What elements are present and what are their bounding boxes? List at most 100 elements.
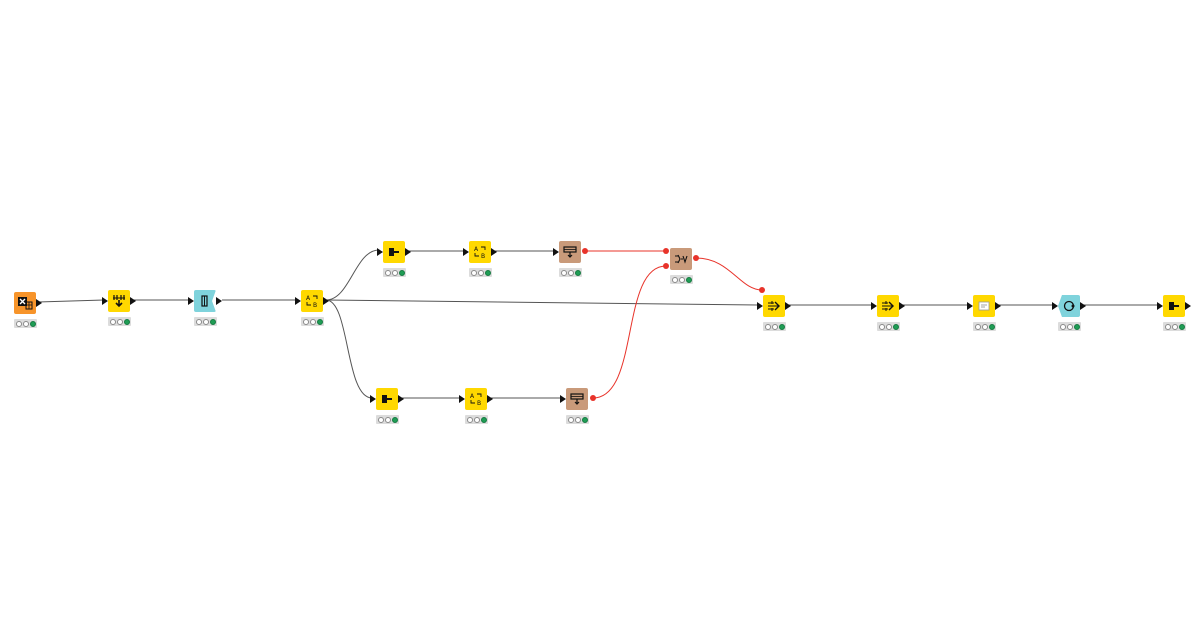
- loop-end-icon: [1063, 300, 1075, 312]
- svg-text:A: A: [306, 295, 311, 302]
- port-in[interactable]: [967, 302, 973, 310]
- rename-icon: A B: [474, 246, 486, 260]
- table-view-body[interactable]: [973, 295, 995, 317]
- port-out[interactable]: [130, 297, 136, 305]
- splitter-icon: [1169, 302, 1179, 310]
- port-out[interactable]: [323, 297, 329, 305]
- node-db-joiner[interactable]: [661, 247, 701, 293]
- node-table-view[interactable]: [964, 294, 1004, 340]
- port-out[interactable]: [491, 248, 497, 256]
- port-out[interactable]: [1080, 302, 1086, 310]
- port-in[interactable]: [871, 302, 877, 310]
- connection-rename-to-splitter-top[interactable]: [325, 249, 380, 301]
- node-column-rename-top[interactable]: A B: [460, 240, 500, 286]
- splitter-icon: [389, 248, 399, 256]
- port-in[interactable]: [102, 297, 108, 305]
- svg-text:B: B: [477, 400, 481, 407]
- node-db-writer-bottom[interactable]: [557, 387, 597, 433]
- port-out[interactable]: [995, 302, 1001, 310]
- node-row-splitter-top[interactable]: [374, 240, 414, 286]
- db-connection-joiner-to-appender[interactable]: [695, 257, 763, 291]
- db-port-in-joiner-2[interactable]: [663, 263, 669, 269]
- table-icon: [978, 301, 990, 311]
- column-rename-body[interactable]: A B: [469, 241, 491, 263]
- node-row-splitter-final[interactable]: [1154, 294, 1194, 340]
- node-column-rename-1[interactable]: A B: [292, 289, 332, 335]
- row-splitter-body[interactable]: [1163, 295, 1185, 317]
- filter-icon: [113, 295, 125, 308]
- svg-text:B: B: [313, 302, 317, 309]
- node-loop-start[interactable]: [185, 289, 225, 335]
- node-column-rename-bottom[interactable]: A B: [456, 387, 496, 433]
- status-traffic-light: [465, 415, 488, 424]
- connection-rename-to-splitter-bottom[interactable]: [325, 299, 373, 399]
- port-in[interactable]: [459, 395, 465, 403]
- port-in[interactable]: [553, 248, 559, 256]
- svg-text:A: A: [474, 246, 479, 253]
- column-filter-body[interactable]: [108, 290, 130, 312]
- loop-start-body[interactable]: [194, 290, 216, 312]
- column-rename-body[interactable]: A B: [465, 388, 487, 410]
- db-connection-writer-bottom-to-joiner[interactable]: [592, 265, 667, 399]
- port-out[interactable]: [899, 302, 905, 310]
- port-in[interactable]: [560, 395, 566, 403]
- port-out[interactable]: [487, 395, 493, 403]
- port-in[interactable]: [295, 297, 301, 305]
- node-db-writer-top[interactable]: [550, 240, 590, 286]
- port-out[interactable]: [398, 395, 404, 403]
- port-out[interactable]: [1185, 302, 1191, 310]
- row-splitter-body[interactable]: [383, 241, 405, 263]
- connection-rename-to-appender[interactable]: [325, 299, 759, 306]
- db-port-out-writer-bottom[interactable]: [590, 395, 596, 401]
- port-in[interactable]: [757, 302, 763, 310]
- db-port-out-writer-top[interactable]: [582, 248, 588, 254]
- db-port-out-joiner[interactable]: [693, 255, 699, 261]
- db-writer-icon: [563, 246, 577, 258]
- db-port-in-joiner-1[interactable]: [663, 248, 669, 254]
- node-column-appender-2[interactable]: [868, 294, 908, 340]
- port-in[interactable]: [377, 248, 383, 256]
- status-traffic-light: [14, 319, 37, 328]
- node-excel-reader[interactable]: [5, 291, 45, 337]
- port-out[interactable]: [405, 248, 411, 256]
- port-in[interactable]: [370, 395, 376, 403]
- status-traffic-light: [559, 268, 582, 277]
- db-port-in-appender[interactable]: [759, 287, 765, 293]
- appender-icon: [768, 301, 780, 311]
- excel-reader-body[interactable]: [14, 292, 36, 314]
- svg-text:B: B: [481, 253, 485, 260]
- status-traffic-light: [194, 317, 217, 326]
- status-traffic-light: [301, 317, 324, 326]
- column-rename-body[interactable]: A B: [301, 290, 323, 312]
- status-traffic-light: [877, 322, 900, 331]
- db-writer-body[interactable]: [559, 241, 581, 263]
- excel-reader-icon: [18, 297, 33, 310]
- port-out[interactable]: [36, 299, 42, 307]
- svg-text:A: A: [470, 393, 475, 400]
- status-traffic-light: [973, 322, 996, 331]
- status-traffic-light: [763, 322, 786, 331]
- port-out[interactable]: [785, 302, 791, 310]
- node-column-filter-1[interactable]: [99, 289, 139, 335]
- port-in[interactable]: [463, 248, 469, 256]
- port-in[interactable]: [188, 297, 194, 305]
- db-writer-body[interactable]: [566, 388, 588, 410]
- node-column-appender-1[interactable]: [754, 294, 794, 340]
- node-row-splitter-bottom[interactable]: [367, 387, 407, 433]
- loop-start-icon: [201, 295, 208, 307]
- status-traffic-light: [383, 268, 406, 277]
- status-traffic-light: [108, 317, 131, 326]
- port-in[interactable]: [1052, 302, 1058, 310]
- column-appender-body[interactable]: [763, 295, 785, 317]
- loop-end-body[interactable]: [1058, 295, 1080, 317]
- status-traffic-light: [1163, 322, 1186, 331]
- node-loop-end[interactable]: [1049, 294, 1089, 340]
- db-joiner-body[interactable]: [670, 248, 692, 270]
- row-splitter-body[interactable]: [376, 388, 398, 410]
- column-appender-body[interactable]: [877, 295, 899, 317]
- status-traffic-light: [670, 275, 693, 284]
- port-out[interactable]: [216, 297, 222, 305]
- port-in[interactable]: [1157, 302, 1163, 310]
- connection-excel-to-filter[interactable]: [37, 299, 105, 303]
